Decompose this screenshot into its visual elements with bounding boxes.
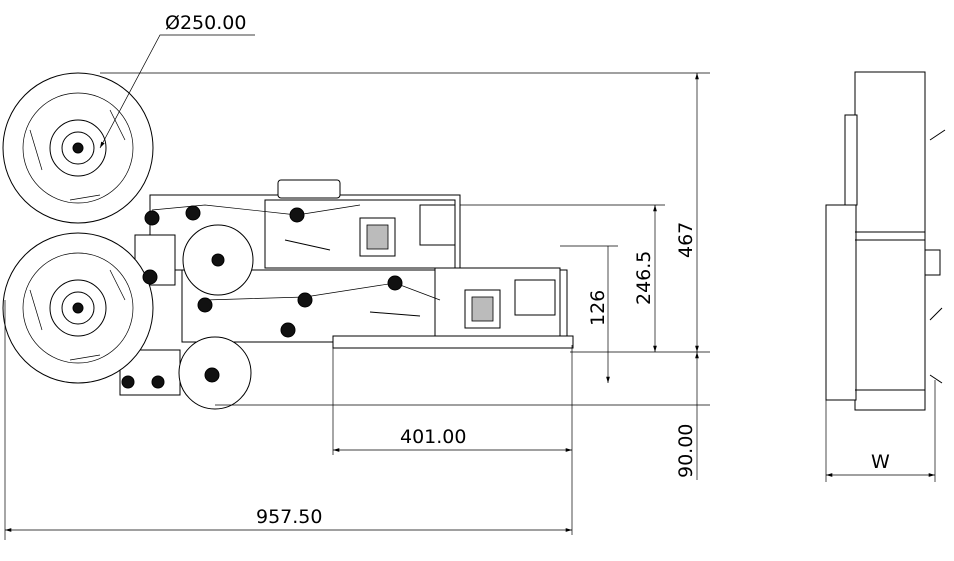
handle bbox=[277, 179, 341, 199]
dim-side-width: W bbox=[871, 451, 890, 473]
dim-upper-height: 246.5 bbox=[633, 251, 655, 305]
dim-lower-height: 126 bbox=[587, 290, 609, 326]
lower-reel bbox=[2, 232, 154, 384]
dimension-lines: Ø250.00 467 246.5 126 90.00 401.00 957.5… bbox=[4, 12, 936, 540]
idler-rollers bbox=[121, 205, 403, 389]
dim-bottom-offset: 90.00 bbox=[675, 424, 697, 478]
dim-overall-width: 957.50 bbox=[256, 506, 322, 528]
side-body bbox=[854, 71, 926, 411]
dim-reel-diameter: Ø250.00 bbox=[165, 12, 246, 34]
lower-arm bbox=[369, 311, 421, 317]
lower-motor-face bbox=[471, 296, 494, 322]
lower-motor bbox=[464, 289, 501, 329]
side-mount-plate bbox=[825, 204, 857, 401]
front-view bbox=[2, 72, 574, 410]
upper-reel bbox=[2, 72, 154, 224]
upper-arm bbox=[284, 239, 331, 251]
side-knob bbox=[924, 249, 941, 276]
dim-plate-width: 401.00 bbox=[400, 426, 466, 448]
upper-gearbox bbox=[419, 204, 456, 246]
side-view bbox=[825, 71, 946, 411]
lower-gearbox bbox=[514, 279, 556, 316]
upper-motor-face bbox=[366, 224, 389, 250]
side-bracket bbox=[844, 114, 858, 206]
web-path-lower bbox=[204, 282, 441, 301]
dim-overall-height: 467 bbox=[675, 222, 697, 258]
lower-roller bbox=[178, 336, 252, 410]
upper-roller bbox=[182, 224, 254, 296]
base-plate bbox=[332, 335, 574, 349]
web-path-upper bbox=[151, 204, 361, 216]
